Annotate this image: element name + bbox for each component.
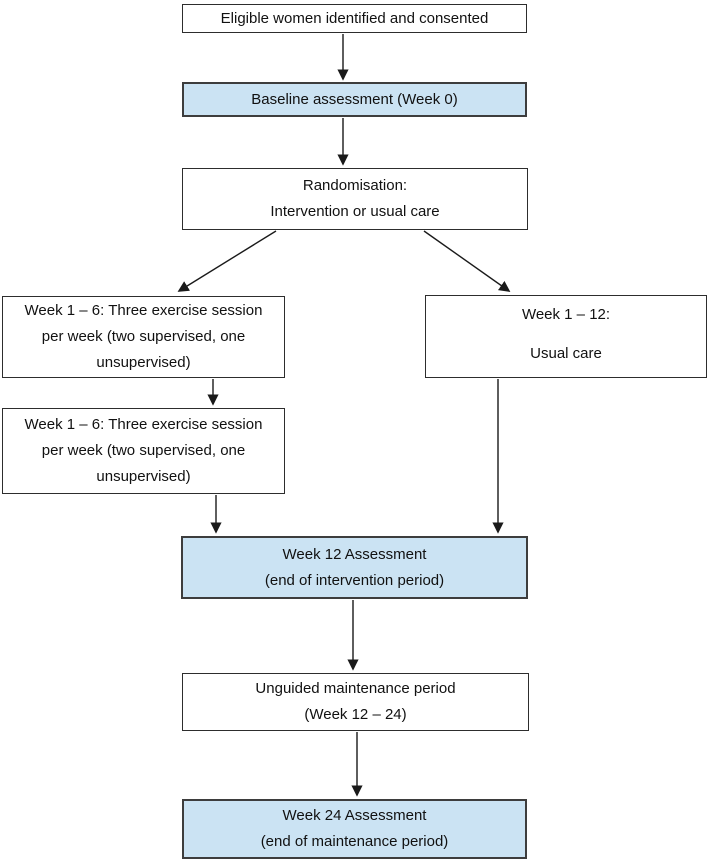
box-exercise-block-2-line1: Week 1 – 6: Three exercise session (24, 416, 263, 433)
box-exercise-block-2: Week 1 – 6: Three exercise session per w… (2, 408, 285, 494)
box-maintenance-period: Unguided maintenance period (Week 12 – 2… (182, 673, 529, 731)
box-week24-assessment: Week 24 Assessment (end of maintenance p… (182, 799, 527, 859)
box-week12-assessment: Week 12 Assessment (end of intervention … (181, 536, 528, 599)
box-exercise-block-2-line2: per week (two supervised, one (41, 442, 246, 459)
box-week12-assessment-line2: (end of intervention period) (264, 571, 445, 589)
box-randomisation-line2: Intervention or usual care (270, 203, 440, 220)
box-eligible-women: Eligible women identified and consented (182, 4, 527, 33)
box-baseline-assessment-text: Baseline assessment (Week 0) (251, 90, 458, 108)
box-exercise-block-1-line3: unsupervised) (96, 354, 191, 371)
box-week24-assessment-line1: Week 24 Assessment (282, 807, 427, 824)
box-randomisation-line1: Randomisation: (302, 177, 408, 194)
box-maintenance-period-line1: Unguided maintenance period (255, 680, 456, 697)
box-week12-assessment-line1: Week 12 Assessment (282, 545, 427, 563)
box-usual-care-line1: Week 1 – 12: (521, 306, 611, 323)
box-week24-assessment-line2: (end of maintenance period) (260, 833, 449, 850)
box-usual-care-line2: Usual care (530, 345, 602, 362)
arrow-randomisation-to-exercise (177, 230, 277, 292)
box-eligible-women-text: Eligible women identified and consented (220, 9, 489, 27)
box-maintenance-period-line2: (Week 12 – 24) (304, 706, 407, 723)
box-exercise-block-2-line3: unsupervised) (96, 468, 191, 485)
box-exercise-block-1-line2: per week (two supervised, one (41, 328, 246, 345)
arrow-randomisation-to-usual-care (423, 230, 511, 292)
box-usual-care: Week 1 – 12: Usual care (425, 295, 707, 378)
box-randomisation: Randomisation: Intervention or usual car… (182, 168, 528, 230)
box-exercise-block-1-line1: Week 1 – 6: Three exercise session (24, 302, 263, 319)
box-exercise-block-1: Week 1 – 6: Three exercise session per w… (2, 296, 285, 378)
box-baseline-assessment: Baseline assessment (Week 0) (182, 82, 527, 117)
